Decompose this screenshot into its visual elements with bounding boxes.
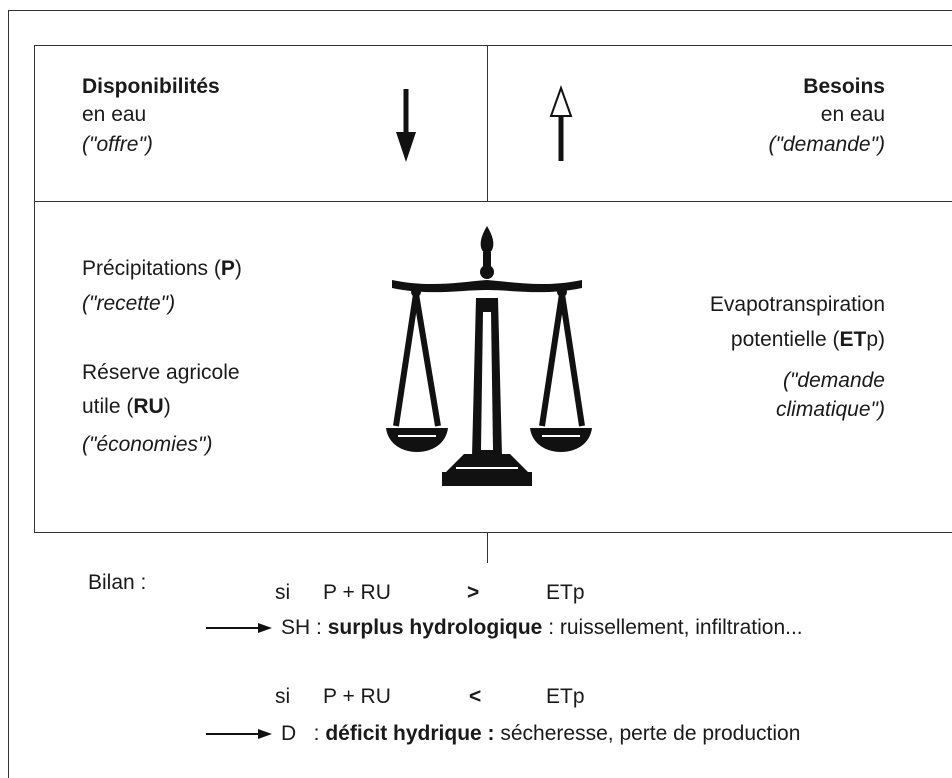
case2-result: D : déficit hydrique : sécheresse, perte… — [281, 722, 801, 745]
arrow-up-icon — [549, 85, 573, 161]
case1-si: si — [275, 581, 291, 604]
etp-label-line2: potentielle (ETp) — [730, 328, 885, 351]
precipitation-label: Précipitations (P) — [82, 257, 242, 280]
arrow-down-icon — [396, 89, 416, 162]
bilan-label: Bilan : — [88, 571, 147, 594]
balance-scale-icon — [386, 226, 592, 486]
supply-subtitle: en eau — [82, 103, 147, 126]
bottom-center-tick — [487, 533, 488, 563]
case1-rhs: ETp — [546, 581, 585, 604]
balance-box — [34, 45, 952, 533]
demand-subtitle: en eau — [820, 103, 885, 126]
case2-si: si — [275, 685, 291, 708]
case1-operator: > — [467, 581, 480, 604]
reserve-label-line2: utile (RU) — [82, 395, 171, 418]
reserve-note: ("économies") — [82, 433, 213, 456]
case1-lhs: P + RU — [323, 581, 391, 604]
etp-note-line2: climatique") — [776, 398, 885, 421]
arrow-right-icon — [206, 729, 272, 739]
etp-note-line1: ("demande — [782, 369, 885, 392]
etp-label-line1: Evapotranspiration — [709, 293, 885, 316]
precipitation-note: ("recette") — [82, 292, 176, 315]
case2-operator: < — [469, 685, 482, 708]
outer-frame — [8, 10, 952, 778]
demand-title: Besoins — [803, 75, 885, 98]
case1-result: SH : surplus hydrologique : ruissellemen… — [281, 616, 803, 639]
supply-note: ("offre") — [82, 133, 153, 156]
case2-rhs: ETp — [546, 685, 585, 708]
header-center-divider — [487, 45, 488, 201]
supply-title: Disponibilités — [82, 75, 220, 98]
header-divider — [34, 201, 952, 202]
demand-note: ("demande") — [768, 133, 885, 156]
reserve-label-line1: Réserve agricole — [82, 361, 240, 384]
case2-lhs: P + RU — [323, 685, 391, 708]
arrow-right-icon — [206, 623, 272, 633]
